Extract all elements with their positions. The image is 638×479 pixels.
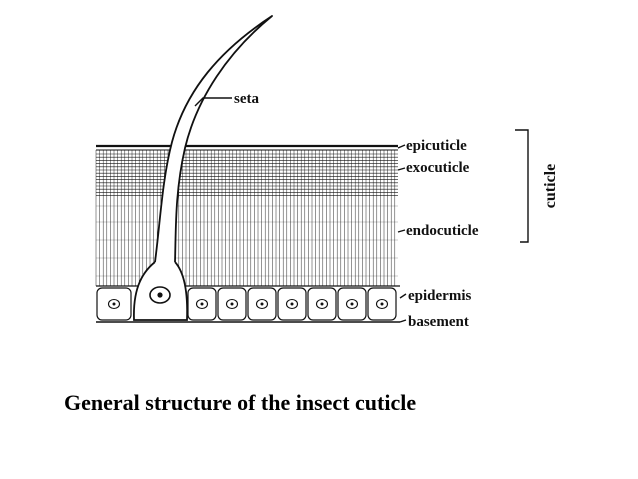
exocuticle-label: exocuticle	[406, 160, 470, 176]
cell-nucleolus	[320, 302, 324, 306]
cell-nucleolus	[350, 302, 354, 306]
seta-leader	[194, 97, 232, 107]
basement-leader	[399, 319, 407, 323]
cell-nucleolus	[260, 302, 264, 306]
epidermal-cell	[247, 287, 277, 321]
cell-nucleolus	[200, 302, 204, 306]
epidermis-label: epidermis	[408, 288, 471, 304]
epidermal-cell	[187, 287, 217, 321]
epidermal-cell	[307, 287, 337, 321]
seta-hair	[154, 15, 273, 263]
epicuticle-leader	[397, 144, 406, 149]
seta	[133, 15, 273, 321]
epidermis-layer	[96, 285, 400, 321]
trichogen-nucleolus	[157, 292, 163, 298]
figure-caption: General structure of the insect cuticle	[64, 390, 417, 415]
trichogen-nucleus	[149, 286, 171, 304]
epicuticle-layer	[96, 144, 398, 151]
cell-nucleus	[345, 298, 359, 310]
cell-nucleus	[107, 298, 121, 310]
epidermal-cell	[367, 287, 397, 321]
cell-nucleolus	[112, 302, 116, 306]
cuticle-label: cuticle	[542, 164, 559, 208]
epidermal-cell	[337, 287, 367, 321]
epidermal-cell	[217, 287, 247, 321]
seta-label: seta	[234, 91, 259, 107]
cell-nucleolus	[380, 302, 384, 306]
cell-nucleus	[195, 298, 209, 310]
endocuticle-layer	[95, 150, 398, 286]
basement-label: basement	[408, 314, 469, 330]
cell-nucleus	[285, 298, 299, 310]
cell-nucleus	[255, 298, 269, 310]
cell-nucleus	[225, 298, 239, 310]
cell-nucleolus	[230, 302, 234, 306]
trichogen-cell	[133, 261, 189, 321]
cell-nucleus	[375, 298, 389, 310]
cell-nucleus	[315, 298, 329, 310]
label-leaders	[194, 97, 529, 323]
epidermal-cell	[277, 287, 307, 321]
cuticle-bracket	[515, 129, 529, 243]
endocuticle-leader	[397, 229, 406, 233]
endocuticle-label: endocuticle	[406, 223, 479, 239]
epidermis-leader	[399, 293, 407, 299]
epicuticle-label: epicuticle	[406, 138, 467, 154]
epidermal-cell	[96, 287, 132, 321]
exocuticle-leader	[397, 167, 406, 171]
cell-nucleolus	[290, 302, 294, 306]
